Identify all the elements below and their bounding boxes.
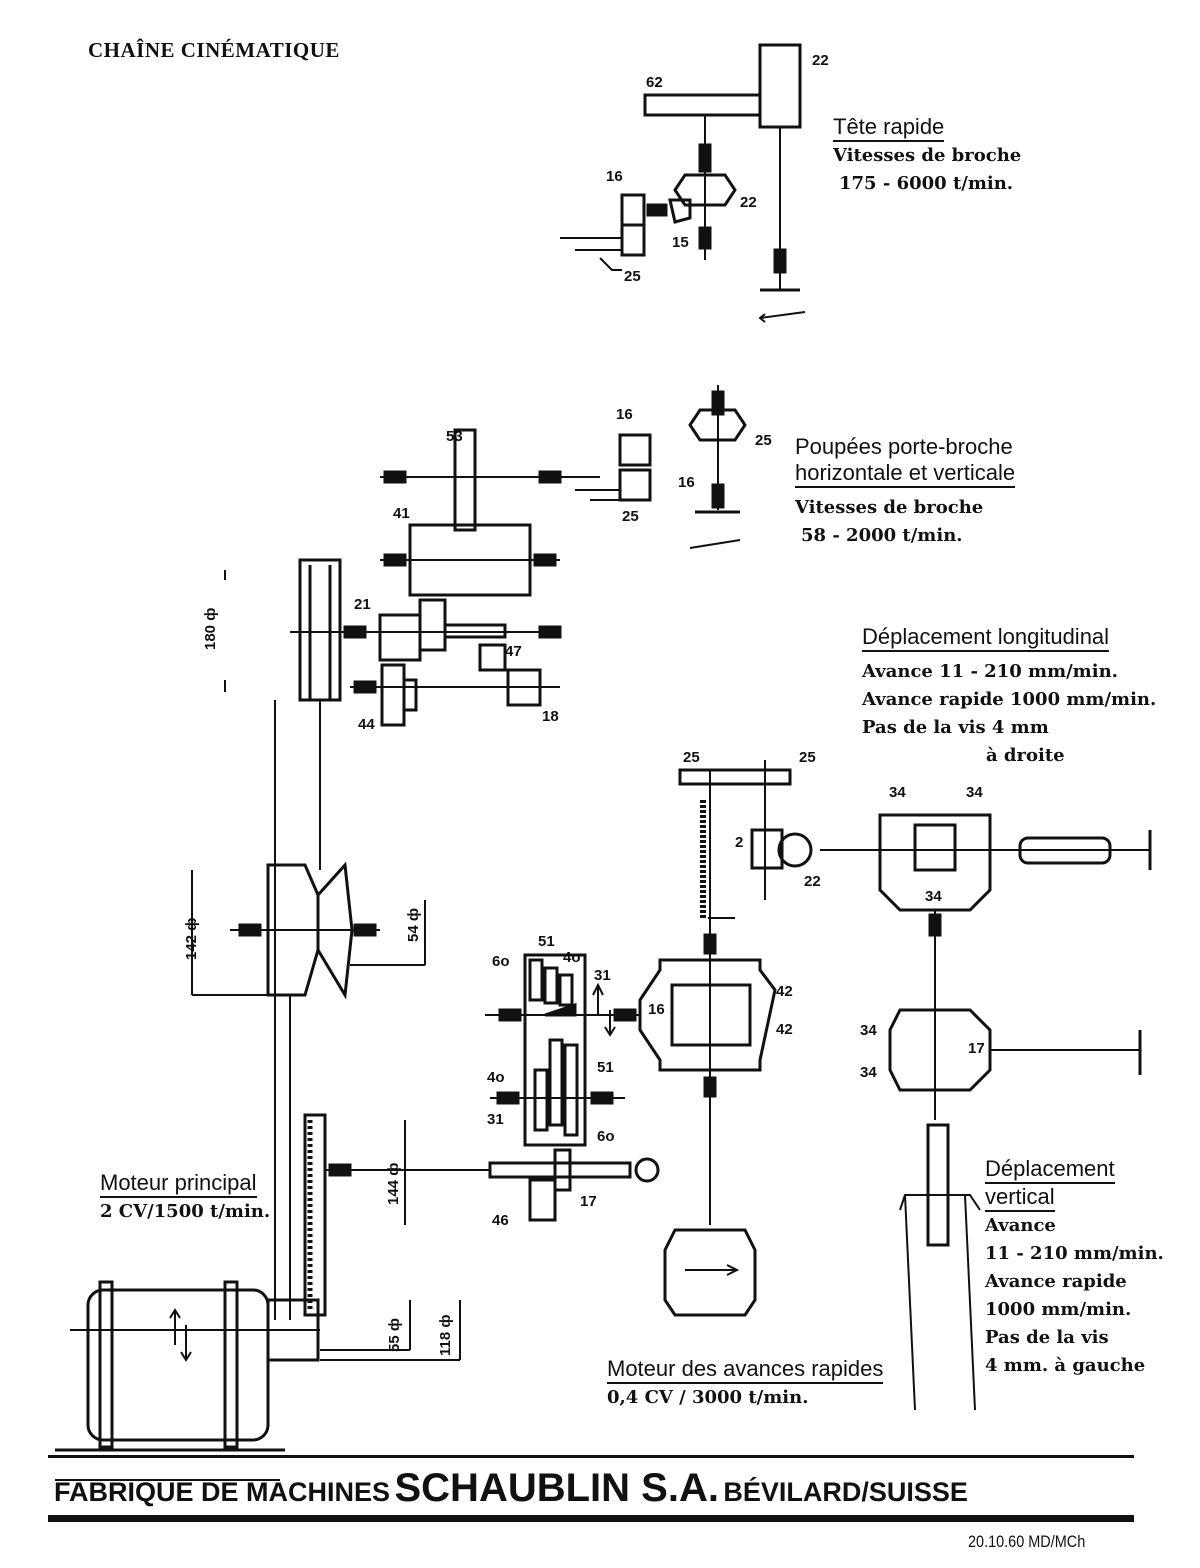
gear-number: 25 — [683, 749, 700, 766]
moteur-principal-label: Moteur principal 2 CV/1500 t/min. — [100, 1170, 270, 1226]
gear-number: 25 — [799, 749, 816, 766]
moteur-principal-heading: Moteur principal — [100, 1170, 257, 1198]
gear-number: 25 — [624, 268, 641, 285]
gear-number: 53 — [446, 428, 463, 445]
gear-number: 62 — [646, 74, 663, 91]
gear-number: 34 — [889, 784, 906, 801]
belt-drive — [230, 558, 490, 1320]
gear-number: 16 — [606, 168, 623, 185]
gear-number: 34 — [860, 1022, 877, 1039]
vertical-line-1: Avance — [985, 1215, 1056, 1236]
gear-number: 4o — [563, 949, 581, 966]
dimension-label: 144 ф — [385, 1162, 402, 1205]
poupees-line-2: 58 - 2000 t/min. — [801, 525, 963, 546]
tete-rapide-heading: Tête rapide — [833, 114, 945, 142]
main-motor — [55, 1280, 320, 1481]
gear-number: 31 — [487, 1111, 504, 1128]
moteur-avances-heading: Moteur des avances rapides — [607, 1356, 884, 1384]
feed-gearbox — [485, 953, 660, 1222]
longitudinal-feed — [820, 813, 1152, 1411]
page-title: CHAÎNE CINÉMATIQUE — [88, 38, 340, 62]
gear-number: 6o — [492, 953, 510, 970]
gear-number: 17 — [968, 1040, 985, 1057]
gear-number: 22 — [812, 52, 829, 69]
gear-number: 25 — [622, 508, 639, 525]
gear-number: 41 — [393, 505, 410, 522]
dimension-label: 180 ф — [202, 607, 219, 650]
dimension-label: 54 ф — [405, 908, 422, 942]
document-reference: 20.10.60 MD/MCh — [968, 1532, 1086, 1551]
gear-number: 34 — [860, 1064, 877, 1081]
vertical-line-4: 1000 mm/min. — [985, 1299, 1132, 1320]
tete-rapide-line-2: 175 - 6000 t/min. — [839, 173, 1014, 194]
longitudinal-line-3: Pas de la vis 4 mm — [862, 717, 1049, 738]
gear-number: 51 — [597, 1059, 614, 1076]
vertical-line-6: 4 mm. à gauche — [985, 1355, 1146, 1376]
gear-number: 16 — [616, 406, 633, 423]
vertical-line-3: Avance rapide — [985, 1271, 1127, 1292]
vertical-heading-1: Déplacement — [985, 1156, 1115, 1184]
central-transmission — [638, 760, 813, 1317]
dimension-label: 55 ф — [386, 1318, 403, 1352]
moteur-avances-label: Moteur des avances rapides 0,4 CV / 3000… — [607, 1356, 884, 1412]
gear-number: 16 — [648, 1001, 665, 1018]
poupees-line-1: Vitesses de broche — [795, 497, 984, 518]
longitudinal-label: Déplacement longitudinal Avance 11 - 210… — [862, 624, 1156, 770]
vertical-line-2: 11 - 210 mm/min. — [985, 1243, 1164, 1264]
gear-number: 16 — [678, 474, 695, 491]
footer-rule-bottom — [48, 1515, 1134, 1522]
tete-rapide-line-1: Vitesses de broche — [833, 145, 1022, 166]
company-location: BÉVILARD/SUISSE — [723, 1477, 968, 1507]
gear-number: 6o — [597, 1128, 615, 1145]
gear-number: 47 — [505, 643, 522, 660]
gear-number: 25 — [755, 432, 772, 449]
gear-number: 34 — [925, 888, 942, 905]
poupees-heading-2: horizontale et verticale — [795, 460, 1016, 488]
gear-number: 15 — [672, 234, 689, 251]
dimension-lines — [191, 570, 461, 1361]
tete-rapide-label: Tête rapide Vitesses de broche 175 - 600… — [833, 114, 1021, 198]
tete-rapide-mechanism — [560, 43, 806, 323]
gear-number: 4o — [487, 1069, 505, 1086]
moteur-principal-line-1: 2 CV/1500 t/min. — [100, 1201, 271, 1222]
longitudinal-line-1: Avance 11 - 210 mm/min. — [862, 661, 1118, 682]
poupees-label: Poupées porte-broche horizontale et vert… — [795, 434, 1016, 550]
gear-number: 31 — [594, 967, 611, 984]
company-line: FABRIQUE DE MACHINES SCHAUBLIN S.A. BÉVI… — [48, 1458, 1134, 1515]
longitudinal-heading: Déplacement longitudinal — [862, 624, 1110, 652]
footer-banner: FABRIQUE DE MACHINES SCHAUBLIN S.A. BÉVI… — [48, 1455, 1134, 1522]
gear-number: 46 — [492, 1212, 509, 1229]
longitudinal-line-2: Avance rapide 1000 mm/min. — [862, 689, 1157, 710]
vertical-heading-2: vertical — [985, 1184, 1055, 1212]
gear-number: 34 — [966, 784, 983, 801]
company-brand: SCHAUBLIN S.A. — [394, 1466, 719, 1510]
gear-number: 17 — [580, 1193, 597, 1210]
gear-number: 21 — [354, 596, 371, 613]
footer-rule-top — [48, 1455, 1134, 1458]
gear-number: 44 — [358, 716, 375, 733]
gear-number: 18 — [542, 708, 559, 725]
poupees-mechanism — [290, 385, 747, 727]
vertical-line-5: Pas de la vis — [985, 1327, 1109, 1348]
vertical-label: Déplacement vertical Avance 11 - 210 mm/… — [985, 1156, 1164, 1380]
gear-number: 22 — [740, 194, 757, 211]
gear-number: 2 — [735, 834, 744, 851]
dimension-label: 118 ф — [437, 1314, 454, 1357]
poupees-heading-1: Poupées porte-broche — [795, 434, 1013, 459]
company-prefix: FABRIQUE DE MACHINES — [54, 1477, 391, 1507]
longitudinal-line-4: à droite — [986, 745, 1065, 766]
gear-number: 42 — [776, 1021, 793, 1038]
gear-number: 51 — [538, 933, 555, 950]
moteur-avances-line-1: 0,4 CV / 3000 t/min. — [607, 1387, 809, 1408]
gear-number: 22 — [804, 873, 821, 890]
dimension-label: 142 ф — [183, 917, 200, 960]
gear-number: 42 — [776, 983, 793, 1000]
